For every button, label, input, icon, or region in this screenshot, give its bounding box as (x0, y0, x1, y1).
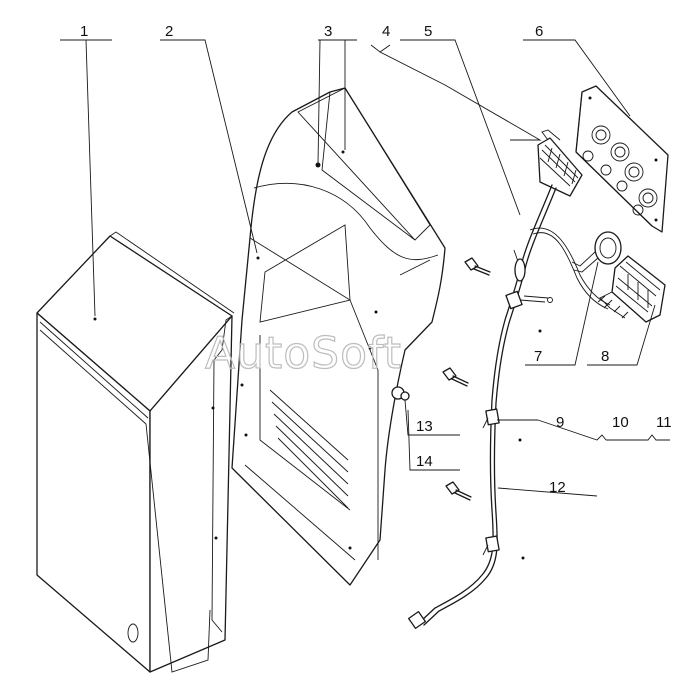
part-8-switch-block (597, 255, 666, 323)
callout-2: 2 (165, 23, 173, 40)
callout-7: 7 (534, 348, 542, 365)
part-12-wiring-harness (407, 184, 611, 630)
part-2-inner-panel (231, 87, 446, 586)
callout-8: 8 (601, 348, 609, 365)
watermark-text: AutoSoft (205, 328, 402, 379)
part-7-gauge-unit (571, 231, 622, 273)
callout-12: 12 (549, 479, 566, 496)
bolt-middle (442, 367, 469, 387)
callout-10: 10 (612, 414, 629, 431)
callout-9: 9 (556, 414, 564, 431)
part-13-14-nut-washer (391, 386, 410, 401)
callout-1: 1 (80, 23, 88, 40)
bolt-upper (464, 257, 491, 276)
callout-4: 4 (382, 23, 390, 40)
callout-11: 11 (656, 414, 672, 431)
callout-numbers: 1 2 3 4 5 6 7 8 9 10 11 12 13 14 (80, 23, 672, 496)
part-6-gauge-panel (575, 85, 669, 233)
callout-6: 6 (535, 23, 543, 40)
callout-3: 3 (324, 23, 332, 40)
bolt-lower (445, 481, 472, 501)
callout-13: 13 (416, 418, 433, 435)
part-1-outer-housing (36, 231, 235, 673)
callout-14: 14 (416, 453, 433, 470)
harness-connector-block (537, 129, 583, 197)
leader-lines (60, 39, 670, 497)
callout-5: 5 (424, 23, 432, 40)
